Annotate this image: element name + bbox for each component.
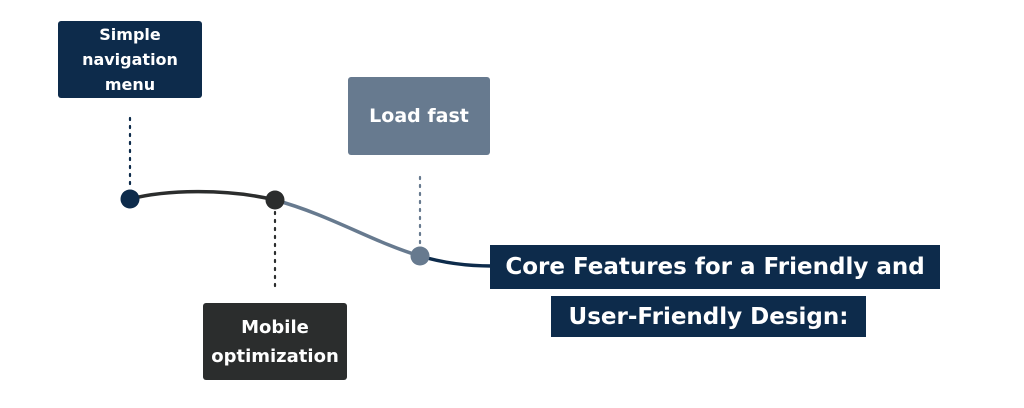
mobile-optimization-label: Mobile optimization <box>211 316 339 367</box>
node-point-load-fast <box>410 246 430 266</box>
mobile-optimization-box: Mobile optimization <box>203 303 347 380</box>
simple-navigation-menu-label: Simple navigation menu <box>82 25 178 94</box>
title-line-2: User-Friendly Design: <box>551 296 866 337</box>
curve-segment-1 <box>128 189 277 202</box>
load-fast-box: Load fast <box>348 77 490 155</box>
simple-navigation-menu-box: Simple navigation menu <box>58 21 202 98</box>
curve-segment-2 <box>273 198 422 258</box>
node-point-navigation <box>120 189 140 209</box>
title-line-1-text: Core Features for a Friendly and <box>505 254 925 280</box>
title-line-1: Core Features for a Friendly and <box>490 245 940 289</box>
load-fast-label: Load fast <box>369 105 469 127</box>
title-line-2-text: User-Friendly Design: <box>568 303 849 330</box>
curve-segment-3 <box>418 254 494 268</box>
node-point-mobile <box>265 190 285 210</box>
